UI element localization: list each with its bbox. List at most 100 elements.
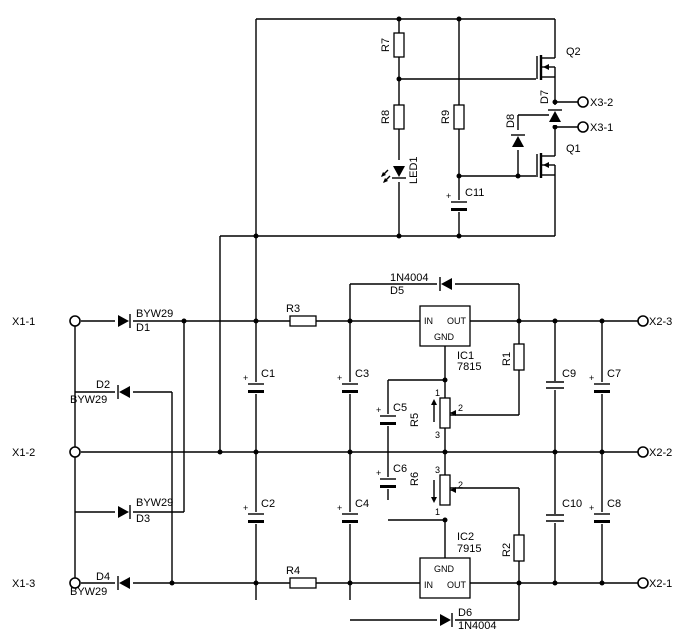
regulator-ic1-type: 7815 bbox=[457, 361, 481, 373]
terminal-x2-3: X2-3 bbox=[637, 315, 672, 328]
capacitor-c8: + C8 bbox=[589, 498, 621, 524]
regulator-ic1-pin-out: OUT bbox=[447, 316, 467, 326]
diode-d5-type: 1N4004 bbox=[390, 272, 429, 284]
terminal-x3-2-label: X3-2 bbox=[590, 97, 613, 109]
resistor-r9: R9 bbox=[440, 104, 465, 130]
capacitor-c11-label: C11 bbox=[465, 187, 484, 199]
diode-d5: 1N4004 D5 bbox=[390, 272, 455, 297]
diode-d5-ref: D5 bbox=[390, 285, 404, 297]
resistor-r1-label: R1 bbox=[501, 352, 513, 366]
regulator-ic1: IN OUT GND IC1 7815 bbox=[419, 305, 481, 373]
capacitor-c2: + C2 bbox=[243, 498, 275, 524]
terminal-x3-1: X3-1 bbox=[577, 121, 613, 134]
potentiometer-r5: 1 2 3 R5 bbox=[409, 388, 463, 440]
terminal-x1-2-label: X1-2 bbox=[12, 447, 35, 459]
capacitor-c9-label: C9 bbox=[562, 368, 576, 380]
terminal-x2-1-label: X2-1 bbox=[649, 578, 672, 590]
capacitor-c5: + C5 bbox=[376, 402, 407, 426]
terminal-x1-2: X1-2 bbox=[12, 446, 81, 459]
regulator-ic1-ref: IC1 bbox=[457, 350, 474, 362]
capacitor-c3-plus: + bbox=[337, 373, 342, 383]
capacitor-c7-label: C7 bbox=[607, 368, 621, 380]
capacitor-c6: + C6 bbox=[376, 463, 407, 489]
capacitor-c11-plus: + bbox=[446, 191, 451, 201]
terminal-x1-1-label: X1-1 bbox=[12, 316, 35, 328]
resistor-r3: R3 bbox=[286, 303, 317, 327]
diode-d1-type: BYW29 bbox=[136, 308, 173, 320]
diode-d8: D8 bbox=[505, 114, 525, 150]
diode-d6: D6 1N4004 bbox=[437, 607, 497, 632]
capacitor-c6-label: C6 bbox=[393, 463, 407, 475]
resistor-r7: R7 bbox=[380, 32, 405, 58]
diode-d7-ref: D7 bbox=[539, 90, 551, 104]
diode-d4-type: BYW29 bbox=[70, 586, 107, 598]
resistor-r2-label: R2 bbox=[501, 543, 513, 557]
regulator-ic2-ref: IC2 bbox=[457, 531, 474, 543]
regulator-ic2-pin-out: OUT bbox=[447, 580, 467, 590]
diode-d3: BYW29 D3 bbox=[115, 497, 173, 525]
capacitor-c1-plus: + bbox=[243, 373, 248, 383]
diode-d2: D2 BYW29 bbox=[70, 379, 133, 406]
capacitor-c6-plus: + bbox=[376, 468, 381, 478]
terminal-x1-3: X1-3 bbox=[12, 577, 81, 590]
regulator-ic1-pin-in: IN bbox=[424, 316, 433, 326]
terminal-x2-2-label: X2-2 bbox=[649, 447, 672, 459]
diode-d6-ref: D6 bbox=[458, 607, 472, 619]
capacitor-c7-plus: + bbox=[589, 373, 594, 383]
capacitor-c9: C9 bbox=[545, 368, 576, 390]
pot-r5-pin-3: 3 bbox=[435, 430, 440, 440]
resistor-r9-label: R9 bbox=[440, 110, 452, 124]
regulator-ic1-pin-gnd: GND bbox=[434, 332, 455, 342]
terminal-x3-1-label: X3-1 bbox=[590, 122, 613, 134]
capacitor-c4-plus: + bbox=[337, 503, 342, 513]
regulator-ic2-pin-in: IN bbox=[424, 580, 433, 590]
transistor-q1: Q1 bbox=[536, 143, 581, 180]
resistor-r4: R4 bbox=[286, 565, 317, 589]
diode-d7: D7 bbox=[539, 90, 562, 125]
diode-d1-ref: D1 bbox=[136, 322, 150, 334]
diode-d6-type: 1N4004 bbox=[458, 620, 497, 632]
potentiometer-r6-label: R6 bbox=[409, 472, 421, 486]
transistor-q2-label: Q2 bbox=[566, 46, 581, 58]
diode-d1: BYW29 D1 bbox=[115, 308, 173, 334]
capacitor-c4: + C4 bbox=[337, 498, 369, 524]
diode-d4: D4 BYW29 bbox=[70, 571, 133, 598]
resistor-r7-label: R7 bbox=[380, 38, 392, 52]
capacitor-c8-plus: + bbox=[589, 503, 594, 513]
regulator-ic2-type: 7915 bbox=[457, 543, 481, 555]
capacitor-c2-label: C2 bbox=[261, 498, 275, 510]
capacitor-c5-plus: + bbox=[376, 405, 381, 415]
terminal-x2-3-label: X2-3 bbox=[649, 316, 672, 328]
capacitor-c3: + C3 bbox=[337, 368, 369, 394]
terminal-x1-3-label: X1-3 bbox=[12, 578, 35, 590]
capacitor-c4-label: C4 bbox=[355, 498, 369, 510]
pot-r5-pin-2: 2 bbox=[458, 403, 463, 413]
transistor-q2: Q2 bbox=[536, 46, 581, 82]
capacitor-c2-plus: + bbox=[243, 503, 248, 513]
transistor-q1-label: Q1 bbox=[566, 143, 581, 155]
diode-d4-ref: D4 bbox=[96, 571, 110, 583]
potentiometer-r6: 3 2 1 R6 bbox=[409, 465, 463, 517]
regulator-ic2-pin-gnd: GND bbox=[434, 564, 455, 574]
diode-d3-type: BYW29 bbox=[136, 497, 173, 509]
terminal-x1-1: X1-1 bbox=[12, 315, 81, 328]
terminal-x2-2: X2-2 bbox=[637, 446, 672, 459]
pot-r6-pin-1: 1 bbox=[435, 507, 440, 517]
resistor-r1: R1 bbox=[501, 343, 525, 371]
pot-r5-pin-1: 1 bbox=[435, 388, 440, 398]
resistor-r3-label: R3 bbox=[286, 303, 300, 315]
led-led1: LED1 bbox=[381, 156, 420, 184]
capacitor-c7: + C7 bbox=[589, 368, 621, 394]
capacitor-c5-label: C5 bbox=[393, 402, 407, 414]
diode-d8-ref: D8 bbox=[505, 114, 517, 128]
diode-d2-type: BYW29 bbox=[70, 394, 107, 406]
capacitor-c10-label: C10 bbox=[562, 498, 582, 510]
regulator-ic2: GND IN OUT IC2 7915 bbox=[419, 531, 481, 599]
terminal-x3-2: X3-2 bbox=[577, 96, 613, 109]
led-led1-label: LED1 bbox=[408, 156, 420, 184]
capacitor-c11: + C11 bbox=[446, 187, 484, 212]
capacitor-c1-label: C1 bbox=[261, 368, 275, 380]
diode-d3-ref: D3 bbox=[136, 513, 150, 525]
diode-d2-ref: D2 bbox=[96, 379, 110, 391]
